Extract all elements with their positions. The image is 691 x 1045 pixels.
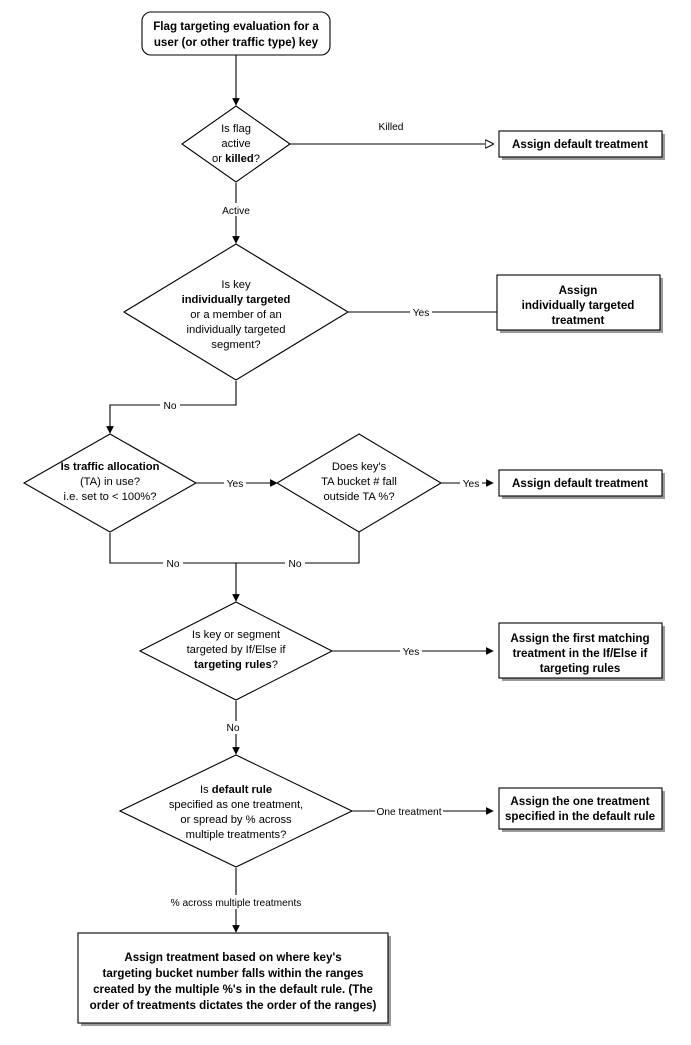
edge-label-yes-ta: Yes xyxy=(227,479,244,490)
edge-label-yes-individual: Yes xyxy=(413,308,430,319)
edge-decision4-yes: Yes xyxy=(441,477,494,490)
box-assign-individually-targeted-treatment[interactable]: Assign individually targeted treatment xyxy=(496,274,663,333)
box-assign-default-treatment-ta[interactable]: Assign default treatment xyxy=(498,469,665,499)
edge-label-no-bucket: No xyxy=(288,559,301,570)
decision-default-rule[interactable]: Is default rule specified as one treatme… xyxy=(118,754,354,868)
edge-label-no-rules: No xyxy=(226,723,239,734)
decision2-line-2: individually targeted xyxy=(182,294,291,306)
decision6-line-4: multiple treatments? xyxy=(186,829,287,841)
decision1-line-1: Is flag xyxy=(221,123,251,135)
edge-decision5-yes: Yes xyxy=(332,645,494,658)
edge-label-active: Active xyxy=(222,206,250,217)
edge-label-yes-bucket: Yes xyxy=(463,479,480,490)
edge-decision3-yes: Yes xyxy=(196,477,278,490)
decision-traffic-allocation-in-use[interactable]: Is traffic allocation (TA) in use? i.e. … xyxy=(22,433,198,533)
edge-label-killed: Killed xyxy=(379,122,404,133)
box1-line-1: Assign default treatment xyxy=(512,138,648,151)
box-assign-default-treatment-killed[interactable]: Assign default treatment xyxy=(498,130,665,160)
decision-individually-targeted[interactable]: Is key individually targeted or a member… xyxy=(122,243,350,381)
decision6-line-1: Is default rule xyxy=(200,784,272,796)
edge-decision1-active: Active xyxy=(219,183,253,244)
start-node-line-2: user (or other traffic type) key xyxy=(154,36,319,49)
decision5-line-1: Is key or segment xyxy=(192,629,281,641)
box4-line-3: targeting rules xyxy=(540,662,621,675)
edge-label-no-individual: No xyxy=(163,401,176,412)
decision2-line-1: Is key xyxy=(221,279,251,291)
start-node-line-1: Flag targeting evaluation for a xyxy=(153,20,319,33)
start-node[interactable]: Flag targeting evaluation for a user (or… xyxy=(141,11,331,56)
decision2-line-3: or a member of an xyxy=(190,309,281,321)
decision5-line-2: targeted by If/Else if xyxy=(187,644,287,656)
box6-line-4: order of treatments dictates the order o… xyxy=(90,999,377,1012)
edge-label-yes-rules: Yes xyxy=(403,647,420,658)
box6-line-1: Assign treatment based on where key's xyxy=(124,951,341,964)
decision-targeting-rules[interactable]: Is key or segment targeted by If/Else if… xyxy=(138,601,334,701)
decision2-line-4: individually targeted xyxy=(187,324,286,336)
box4-line-1: Assign the first matching xyxy=(510,632,649,645)
edge-decision2-yes: Yes xyxy=(348,306,497,319)
edge-decision5-no: No xyxy=(221,701,245,755)
decision4-line-1: Does key's xyxy=(332,461,387,473)
box2-line-1: Assign xyxy=(559,284,598,297)
edge-label-percent-spread: % across multiple treatments xyxy=(171,898,302,909)
decision4-line-2: TA bucket # fall xyxy=(321,476,397,488)
box5-line-1: Assign the one treatment xyxy=(510,795,649,808)
box-assign-one-treatment-default-rule[interactable]: Assign the one treatment specified in th… xyxy=(498,787,665,832)
box6-line-2: targeting bucket number falls within the… xyxy=(103,967,364,980)
decision1-line-3: or killed? xyxy=(212,153,260,165)
decision1-line-2: active xyxy=(221,138,250,150)
box4-line-2: treatment in the If/Else if xyxy=(513,647,648,660)
decision6-line-3: or spread by % across xyxy=(180,814,292,826)
decision-flag-active-or-killed[interactable]: Is flag active or killed? xyxy=(181,105,291,183)
decision3-line-3: i.e. set to < 100%? xyxy=(64,491,157,503)
edge-decision3-no: No xyxy=(109,533,236,570)
decision6-line-2: specified as one treatment, xyxy=(169,799,303,811)
box3-line-1: Assign default treatment xyxy=(512,477,648,490)
box5-line-2: specified in the default rule xyxy=(505,810,656,823)
box6-line-3: created by the multiple %'s in the defau… xyxy=(93,983,373,996)
decision5-line-3: targeting rules? xyxy=(194,659,278,671)
box2-line-3: treatment xyxy=(552,314,605,327)
box2-line-2: individually targeted xyxy=(522,299,635,312)
edge-decision6-one-treatment: One treatment xyxy=(352,805,494,818)
edge-decision4-no: No xyxy=(232,518,360,602)
decision4-line-3: outside TA %? xyxy=(323,491,394,503)
decision-ta-bucket-outside-ta-percent[interactable]: Does key's TA bucket # fall outside TA %… xyxy=(275,433,443,533)
decision2-line-5: segment? xyxy=(211,339,260,351)
edge-decision1-killed: Killed xyxy=(290,122,493,144)
box-assign-treatment-by-bucket-range[interactable]: Assign treatment based on where key's ta… xyxy=(77,932,391,1026)
decision3-line-2: (TA) in use? xyxy=(80,476,140,488)
edge-decision6-percent-spread: % across multiple treatments xyxy=(158,868,313,933)
edge-decision2-no: No xyxy=(106,381,237,434)
edge-label-one-treatment: One treatment xyxy=(376,807,441,818)
edge-label-no-ta: No xyxy=(166,559,179,570)
decision3-line-1: Is traffic allocation xyxy=(61,461,160,473)
box-assign-first-matching-treatment[interactable]: Assign the first matching treatment in t… xyxy=(498,622,665,681)
